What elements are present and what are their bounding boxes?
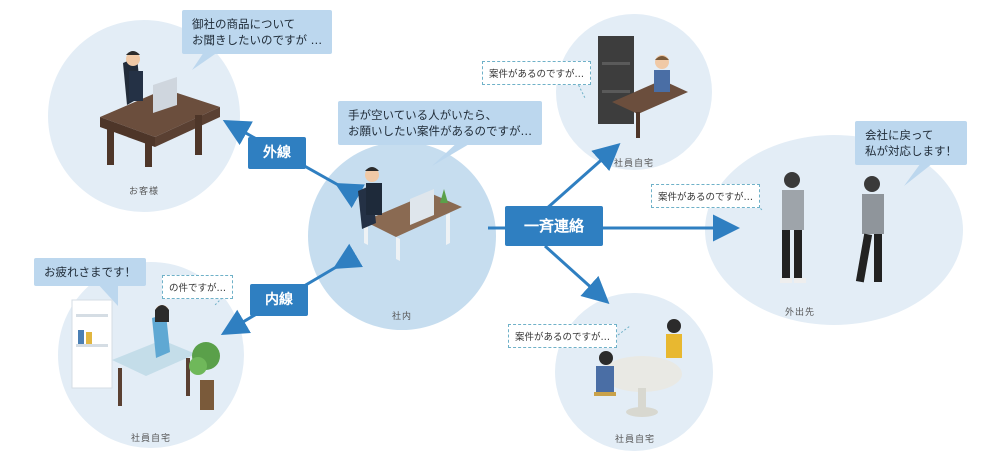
outside-dashed-note: 案件があるのですが… bbox=[651, 184, 761, 208]
internal-line-label: 内線 bbox=[250, 284, 308, 316]
customer-speech-bubble: 御社の商品について お聞きしたいのですが … bbox=[182, 10, 333, 54]
outside-speech-bubble: 会社に戻って 私が対応します！ bbox=[855, 121, 967, 165]
customer-desk-illustration bbox=[100, 51, 220, 167]
arrow-to-home-top bbox=[544, 143, 621, 212]
office-desk-illustration bbox=[358, 167, 462, 261]
broadcast-label: 一斉連絡 bbox=[505, 206, 603, 246]
node-outside-caption: 外出先 bbox=[784, 308, 815, 318]
home-left-speech-bubble: お疲れさまです！ bbox=[34, 258, 146, 286]
home-top-dashed-note: 案件があるのですが… bbox=[482, 61, 592, 85]
home-top-illustration bbox=[598, 36, 688, 138]
home-bottom-dashed-note: 案件があるのですが… bbox=[508, 324, 618, 348]
home-left-illustration bbox=[71, 299, 220, 410]
home-bottom-illustration bbox=[594, 319, 682, 417]
arrow-to-home-bottom bbox=[543, 244, 610, 305]
external-line-label: 外線 bbox=[248, 137, 306, 169]
home-left-dashed-note: の件ですが… bbox=[162, 275, 234, 299]
node-customer-caption: お客様 bbox=[128, 187, 159, 197]
node-home-bottom-caption: 社員自宅 bbox=[614, 435, 655, 445]
node-home-top-caption: 社員自宅 bbox=[613, 159, 654, 169]
office-speech-bubble: 手が空いている人がいたら、 お願いしたい案件があるのですが… bbox=[338, 101, 542, 145]
node-office-caption: 社内 bbox=[391, 312, 412, 322]
outside-illustration bbox=[780, 172, 884, 283]
node-home-left-caption: 社員自宅 bbox=[130, 434, 171, 444]
